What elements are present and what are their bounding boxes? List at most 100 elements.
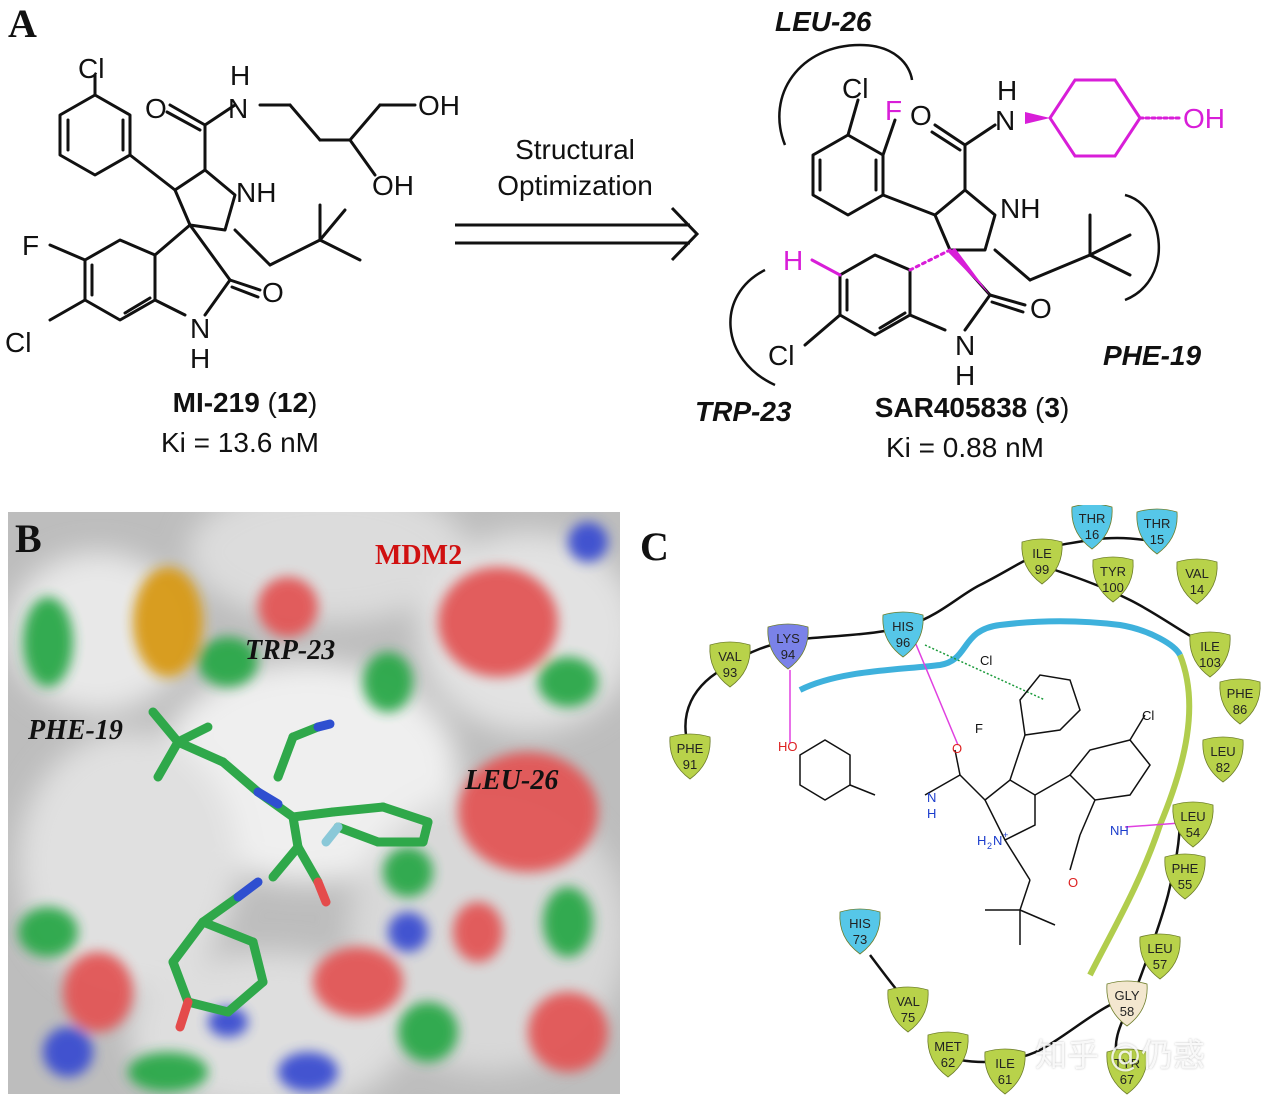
residue-number: 96 <box>896 635 910 650</box>
sar-paren-close: ) <box>1059 392 1070 423</box>
arrow-label-line1: Structural <box>515 134 635 165</box>
residue-name: ILE <box>995 1056 1015 1071</box>
residue-name: HIS <box>892 619 914 634</box>
leu26-pocket-arc <box>778 43 914 146</box>
sar-f: F <box>885 95 902 126</box>
mi219-oh1: OH <box>418 90 460 121</box>
sar-paren-open: ( <box>1027 392 1045 423</box>
arrow-label: Structural Optimization <box>470 132 680 204</box>
residue-number: 61 <box>998 1072 1012 1087</box>
residue-number: 55 <box>1178 877 1192 892</box>
sar-name-bold: SAR405838 <box>874 392 1028 423</box>
residue-name: MET <box>934 1039 962 1054</box>
c-h2n-plus: + <box>1003 830 1008 840</box>
mi219-number: 12 <box>276 387 309 418</box>
c-h2n-h: H <box>977 833 986 848</box>
residue-name: PHE <box>677 741 704 756</box>
sar-o-amide: O <box>910 100 932 131</box>
mi219-cl-bottom: Cl <box>5 327 31 358</box>
residue-name: PHE <box>1172 861 1199 876</box>
sar-o-lactam: O <box>1030 293 1052 324</box>
mi219-paren-open: ( <box>259 387 277 418</box>
mi219-name: MI-219 (12) <box>150 387 340 419</box>
residue-name: LEU <box>1147 941 1172 956</box>
c-n-amide: N <box>927 790 936 805</box>
trp23-pocket-arc <box>729 268 776 387</box>
residue-number: 67 <box>1120 1072 1134 1087</box>
residue-name: VAL <box>1185 566 1209 581</box>
panel-b-letter: B <box>15 516 42 561</box>
sar-n-lactam: N <box>955 330 975 361</box>
c-nh-lactam: NH <box>1110 823 1129 838</box>
b-trp23-label: TRP-23 <box>245 635 336 666</box>
trp23-label: TRP-23 <box>695 396 792 427</box>
mi219-o-amide: O <box>145 93 167 124</box>
sar-h-lactam: H <box>955 360 975 391</box>
mi219-o-lactam: O <box>262 277 284 308</box>
mi219-ki: Ki = 13.6 nM <box>161 427 319 458</box>
c-h-amide: H <box>927 806 936 821</box>
sar-number: 3 <box>1044 392 1060 423</box>
mi219-h-lactam: H <box>190 343 210 374</box>
phe19-label: PHE-19 <box>1103 340 1202 371</box>
residue-name: ILE <box>1032 546 1052 561</box>
residue-number: 100 <box>1102 580 1124 595</box>
residue-number: 57 <box>1153 957 1167 972</box>
panel-a-structures: Cl O N H OH OH NH F Cl O N H <box>5 43 1225 391</box>
leu26-label: LEU-26 <box>775 6 872 37</box>
b-phe19-label: PHE-19 <box>28 715 123 746</box>
mi219-nh: NH <box>236 177 276 208</box>
sar-h-ring: H <box>783 245 803 276</box>
phe19-pocket-arc <box>1124 193 1160 302</box>
sar-oh: OH <box>1183 103 1225 134</box>
c-ho: HO <box>778 739 798 754</box>
residue-number: 58 <box>1120 1004 1134 1019</box>
c-h2n-n: N <box>993 833 1002 848</box>
residue-number: 62 <box>941 1055 955 1070</box>
mi219-n-lactam: N <box>190 313 210 344</box>
residue-number: 73 <box>853 932 867 947</box>
c-o-amide: O <box>952 741 962 756</box>
residue-name: HIS <box>849 916 871 931</box>
spiro-wedge <box>948 248 990 295</box>
residue-name: ILE <box>1200 639 1220 654</box>
mi219-name-bold: MI-219 <box>172 387 260 418</box>
residue-number: 75 <box>901 1010 915 1025</box>
c-cl2: Cl <box>1142 708 1154 723</box>
mdm2-label: MDM2 <box>375 540 463 571</box>
sar-name: SAR405838 (3) <box>852 392 1092 424</box>
residue-name: LYS <box>776 631 800 646</box>
residue-number: 14 <box>1190 582 1204 597</box>
b-leu26-label: LEU-26 <box>465 765 559 796</box>
residue-number: 93 <box>723 665 737 680</box>
sar-ki: Ki = 0.88 nM <box>886 432 1044 463</box>
sar-cl-top: Cl <box>842 73 868 104</box>
interaction-diagram-svg: Cl F Cl HO O O N H H 2 N + NH THR16THR15… <box>669 503 1261 1095</box>
mi219-oh2: OH <box>372 170 414 201</box>
residue-number: 99 <box>1035 562 1049 577</box>
sar-nh: NH <box>1000 193 1040 224</box>
mi219-n-amide: N <box>228 93 248 124</box>
ligand-sticks <box>148 707 433 1017</box>
mi219-cl-top: Cl <box>78 53 104 84</box>
panel-c-letter: C <box>640 524 669 569</box>
residue-name: LEU <box>1180 809 1205 824</box>
watermark: 知乎 @仍惑 <box>1035 1036 1206 1074</box>
